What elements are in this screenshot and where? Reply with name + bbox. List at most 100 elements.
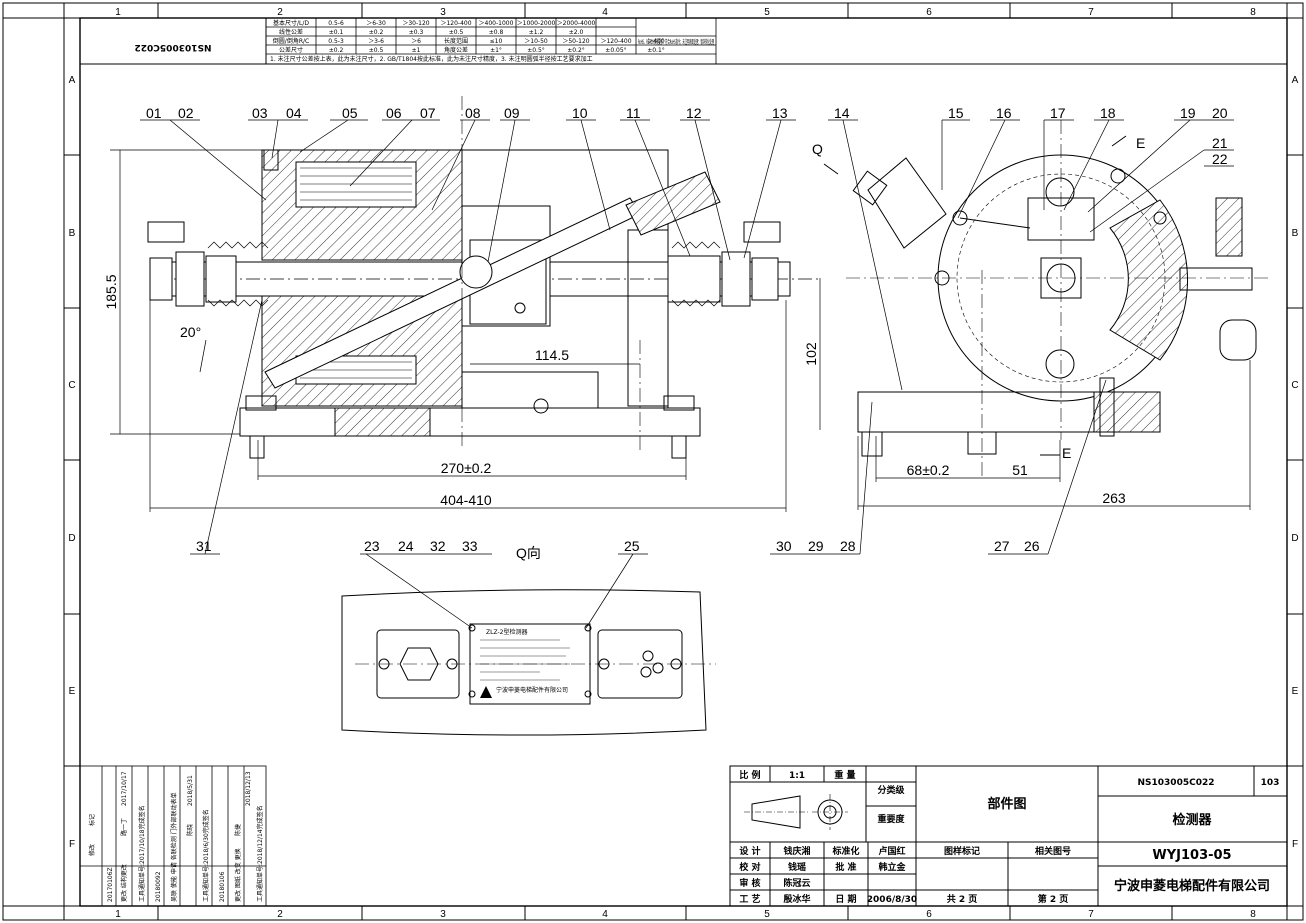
svg-text:＞1000-2000: ＞1000-2000 (517, 20, 556, 27)
tolerance-row4: 公差尺寸 ±0.2 ±0.5 ±1 角度公差 ±1° ±0.5° ±0.2° ±… (279, 46, 665, 54)
svg-text:日 期: 日 期 (835, 893, 856, 905)
svg-text:路一丁: 路一丁 (120, 818, 128, 836)
svg-text:批 准: 批 准 (835, 861, 856, 873)
tolerance-row3: 倒圆/倒角R/C 0.5-3 ＞3-6 ＞6 长度范围 ≤10 ＞10-50 ＞… (273, 37, 665, 45)
scale-value: 1:1 (789, 771, 805, 781)
tolerance-row1: 基本尺寸/L/D 0.5-6 ＞6-30 ＞30-120 ＞120-400 ＞4… (273, 19, 596, 27)
leader-23: 23 (364, 538, 380, 554)
svg-text:＞6-30: ＞6-30 (366, 20, 386, 27)
svg-text:公差尺寸: 公差尺寸 (279, 46, 303, 54)
svg-text:设 计: 设 计 (739, 845, 760, 857)
dim-114: 114.5 (535, 347, 569, 363)
svg-text:±1.2: ±1.2 (529, 29, 544, 36)
grid-row-f: F (69, 839, 75, 850)
grid-col-7: 7 (1088, 7, 1094, 18)
svg-text:±0.5°: ±0.5° (527, 47, 545, 54)
svg-text:±2.0: ±2.0 (569, 29, 584, 36)
leader-24: 24 (398, 538, 414, 554)
svg-text:工具通知单号:2017/10/18完成签名: 工具通知单号:2017/10/18完成签名 (138, 805, 146, 902)
svg-text:＞30-120: ＞30-120 (402, 20, 429, 27)
grid-col-3b: 3 (440, 909, 446, 920)
svg-text:＞400-1000: ＞400-1000 (479, 20, 514, 27)
leader-13: 13 (772, 105, 788, 121)
svg-text:钱庆湘: 钱庆湘 (783, 845, 810, 857)
svg-text:±0.1: ±0.1 (329, 29, 344, 36)
leader-07: 07 (420, 105, 436, 121)
grid-col-6: 6 (926, 7, 932, 18)
svg-text:±1: ±1 (412, 47, 421, 54)
grid-col-1: 1 (115, 7, 121, 18)
dim-51: 51 (1012, 462, 1028, 478)
svg-text:0.5-6: 0.5-6 (328, 20, 344, 27)
svg-text:0.5-3: 0.5-3 (328, 38, 344, 45)
tolerance-row2: 线性公差 ±0.1 ±0.2 ±0.3 ±0.5 ±0.8 ±1.2 ±2.0 (279, 28, 583, 36)
title-drawing-number: NS103005C022 (1138, 778, 1215, 788)
leader-03: 03 (252, 105, 268, 121)
leader-04: 04 (286, 105, 302, 121)
grid-col-3: 3 (440, 7, 446, 18)
svg-text:＞400: ＞400 (647, 38, 665, 45)
grid-row-d: D (68, 533, 75, 544)
grid-row-e: E (69, 686, 76, 697)
leader-32: 32 (430, 538, 446, 554)
grid-col-4: 4 (602, 7, 608, 18)
leader-09: 09 (504, 105, 520, 121)
grid-row-c-r: C (1291, 380, 1298, 391)
leader-15: 15 (948, 105, 964, 121)
svg-text:2018/5/31: 2018/5/31 (187, 775, 194, 806)
leader-numbers: 01 02 03 04 05 06 07 08 09 10 11 12 13 1… (146, 105, 1228, 554)
svg-text:更改 图纸 改变 更换: 更改 图纸 改变 更换 (234, 848, 242, 902)
q-view (341, 589, 716, 736)
svg-text:陈捷: 陈捷 (234, 824, 242, 836)
dim-263: 263 (1102, 490, 1126, 506)
svg-text:±1°: ±1° (490, 47, 502, 54)
section-arrows (823, 135, 1127, 456)
svg-text:校 对: 校 对 (739, 861, 760, 873)
grid-col-8: 8 (1250, 7, 1256, 18)
svg-text:＞10-50: ＞10-50 (524, 38, 548, 45)
leader-02: 02 (178, 105, 194, 121)
grid-row-f-r: F (1292, 839, 1298, 850)
q-view-lines (480, 639, 570, 681)
title-block-texts: 比 例 1:1 重 量 分类级 重要度 部件图 NS103005C022 103… (739, 769, 1279, 905)
grid-col-8b: 8 (1250, 909, 1256, 920)
svg-text:吴联 使能 申请 各联检测 门外部联动表单: 吴联 使能 申请 各联检测 门外部联动表单 (170, 792, 178, 902)
leader-05: 05 (342, 105, 358, 121)
grid-col-2: 2 (277, 7, 283, 18)
svg-text:角度公差: 角度公差 (444, 46, 468, 54)
leader-16: 16 (996, 105, 1012, 121)
nameplate-company: 宁波申菱电梯配件有限公司 (496, 686, 568, 694)
dim-270: 270±0.2 (441, 460, 492, 476)
leader-18: 18 (1100, 105, 1116, 121)
revision-block (79, 765, 267, 907)
svg-text:工具通知单号:2018/12/14完成签名: 工具通知单号:2018/12/14完成签名 (256, 805, 264, 902)
leader-29: 29 (808, 538, 824, 554)
svg-text:卢国红: 卢国红 (878, 845, 905, 857)
leader-26: 26 (1024, 538, 1040, 554)
svg-text:工 艺: 工 艺 (739, 893, 760, 905)
nameplate-title: ZLZ-2型检测器 (486, 628, 527, 636)
grid-col-4b: 4 (602, 909, 608, 920)
section-e-bottom: E (1062, 445, 1071, 461)
leader-12: 12 (686, 105, 702, 121)
dim-height-total: 185.5 (103, 274, 119, 309)
leader-21: 21 (1212, 135, 1228, 151)
svg-text:2017/10/17: 2017/10/17 (121, 771, 128, 806)
leader-11: 11 (626, 105, 641, 121)
dim-102: 102 (803, 342, 819, 366)
svg-text:工具通知单号:2018/6/30完成签名: 工具通知单号:2018/6/30完成签名 (202, 809, 210, 902)
svg-text:2006/8/30: 2006/8/30 (867, 895, 917, 905)
svg-text:殷冰华: 殷冰华 (782, 893, 810, 905)
grid-row-c: C (68, 380, 75, 391)
grid-col-2b: 2 (277, 909, 283, 920)
grid-row-d-r: D (1291, 533, 1298, 544)
grid-row-a: A (69, 75, 76, 86)
grid-col-7b: 7 (1088, 909, 1094, 920)
inner-border (79, 17, 1288, 907)
svg-text:＞2000-4000: ＞2000-4000 (557, 20, 596, 27)
model-number: WYJ103-05 (1152, 848, 1231, 863)
doc-mark: 图样标记 (944, 845, 980, 857)
warning-triangle-icon (480, 686, 492, 698)
svg-text:修改: 修改 (88, 844, 96, 856)
